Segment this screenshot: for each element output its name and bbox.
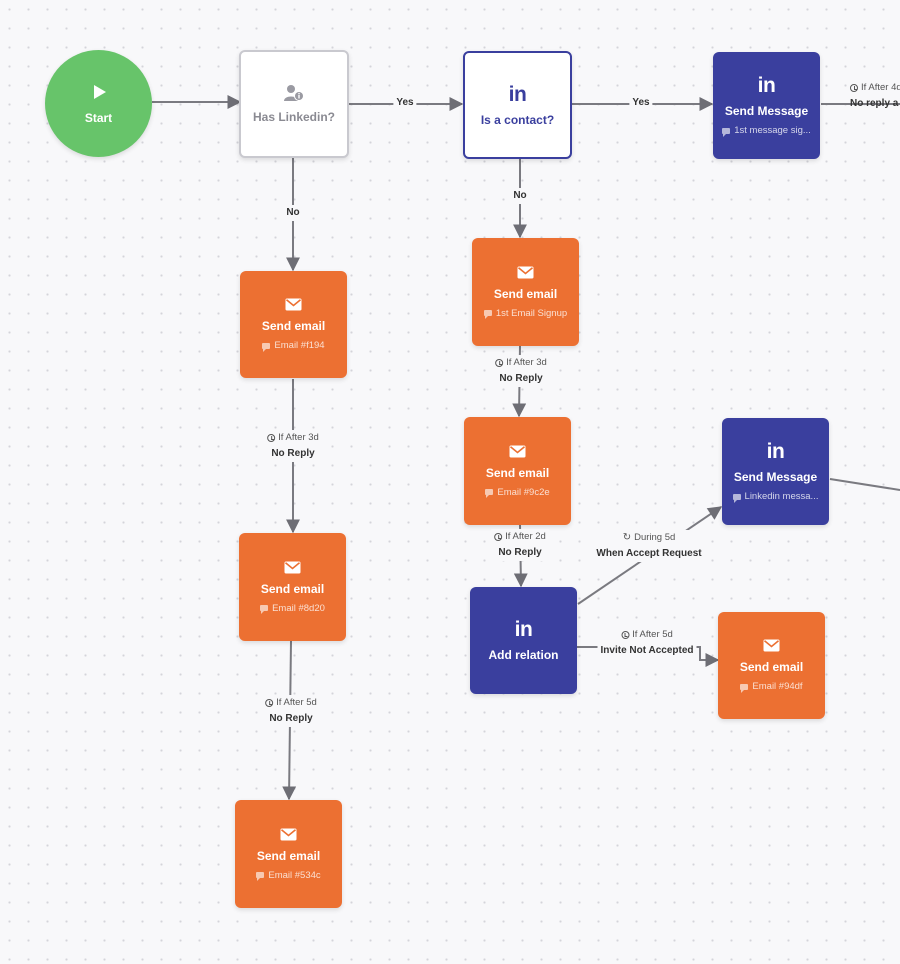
linkedin-icon: in: [508, 82, 527, 106]
node-has-linkedin[interactable]: Has Linkedin?: [239, 50, 349, 158]
node-send-email-9c2e[interactable]: Send email Email #9c2e: [464, 417, 571, 525]
linkedin-icon: in: [757, 74, 776, 97]
message-icon: [260, 605, 269, 614]
message-icon: [256, 872, 265, 881]
edge-label-f194-8d20: If After 3d No Reply: [264, 430, 322, 462]
node-subtitle: Linkedin messa...: [744, 491, 819, 502]
envelope-icon: [517, 266, 534, 278]
message-icon: [740, 683, 749, 693]
play-icon: [93, 84, 106, 99]
linkedin-icon: in: [514, 618, 533, 641]
node-subtitle: Email #9c2e: [497, 486, 550, 498]
message-icon: [732, 493, 741, 503]
node-send-email-8d20[interactable]: Send email Email #8d20: [239, 533, 346, 641]
node-title: Send email: [256, 848, 321, 863]
node-is-contact[interactable]: in Is a contact?: [463, 51, 572, 159]
envelope-icon: [763, 639, 780, 652]
node-send-message-1[interactable]: in Send Message 1st message sig...: [713, 52, 820, 159]
node-subtitle: Email #534c: [268, 869, 321, 881]
node-subtitle: 1st Email Signup: [495, 307, 568, 319]
start-label: Start: [84, 110, 113, 125]
node-send-email-534c[interactable]: Send email Email #534c: [235, 800, 342, 908]
message-icon: [483, 310, 492, 319]
edge-label-no-2: No: [511, 188, 529, 204]
clock-icon: [267, 434, 276, 442]
message-icon: [262, 342, 271, 352]
person-info-icon: [284, 85, 304, 101]
node-title: Add relation: [488, 648, 559, 662]
node-title: Send Message: [733, 470, 818, 484]
edge-label-yes-1: Yes: [393, 95, 417, 111]
edge-label-accept: ↻During 5d When Accept Request: [593, 530, 705, 562]
envelope-icon: [280, 828, 297, 840]
node-title: Send Message: [724, 104, 809, 118]
clock-icon: [265, 699, 274, 707]
message-icon: [485, 489, 494, 498]
edge-label-yes-2: Yes: [629, 95, 653, 111]
node-title: Send email: [260, 581, 325, 596]
edge-label-top-right: If After 4d No reply a: [850, 82, 900, 109]
edge-label-no-1: No: [284, 205, 302, 221]
node-subtitle: Email #94df: [752, 681, 803, 692]
node-send-email-94df[interactable]: Send email Email #94df: [718, 612, 825, 719]
node-title: Has Linkedin?: [252, 110, 335, 124]
envelope-icon: [285, 298, 302, 311]
message-icon: [722, 127, 731, 137]
linkedin-icon: in: [766, 440, 785, 463]
sync-icon: ↻: [622, 532, 632, 543]
edge-label-signup-9c2e: If After 3d No Reply: [492, 355, 550, 387]
edge-label-not-accepted: If After 5d Invite Not Accepted: [597, 627, 697, 659]
node-title: Send email: [261, 319, 326, 333]
envelope-icon: [284, 561, 301, 573]
start-node[interactable]: Start: [45, 50, 152, 157]
clock-icon: [495, 359, 504, 367]
node-subtitle: 1st message sig...: [734, 125, 811, 136]
node-send-email-signup[interactable]: Send email 1st Email Signup: [472, 238, 579, 346]
edge-message2-right: [829, 478, 900, 491]
node-subtitle: Email #f194: [274, 340, 325, 351]
node-title: Send email: [485, 465, 550, 480]
envelope-icon: [509, 445, 526, 457]
node-title: Send email: [739, 660, 804, 674]
node-send-message-2[interactable]: in Send Message Linkedin messa...: [722, 418, 829, 525]
edge-label-8d20-534c: If After 5d No Reply: [262, 695, 320, 727]
clock-icon: [621, 631, 630, 639]
node-add-relation[interactable]: in Add relation: [470, 587, 577, 694]
clock-icon: [494, 533, 503, 541]
edge-label-9c2e-relation: If After 2d No Reply: [491, 529, 549, 561]
node-send-email-f194[interactable]: Send email Email #f194: [240, 271, 347, 378]
node-subtitle: Email #8d20: [272, 602, 325, 614]
node-title: Send email: [493, 286, 558, 301]
clock-icon: [850, 84, 858, 92]
node-title: Is a contact?: [480, 112, 555, 127]
